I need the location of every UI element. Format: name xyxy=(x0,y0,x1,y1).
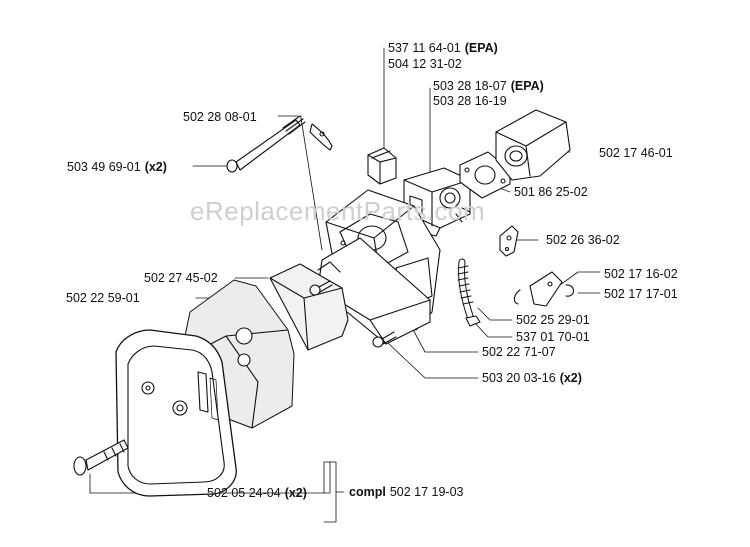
callout-suffix: (EPA) xyxy=(510,79,544,93)
callout-suffix: (x2) xyxy=(284,486,307,500)
screw-part xyxy=(309,280,397,348)
callout-number: 537 01 70-01 xyxy=(516,330,590,344)
callout-502-26-36-02: 502 26 36-02 xyxy=(546,233,620,247)
gasket-part xyxy=(459,151,511,199)
callout-number: 503 49 69-01 xyxy=(67,160,141,174)
callout-number: 502 28 08-01 xyxy=(183,110,257,124)
callout-503-49-69-01: 503 49 69-01(x2) xyxy=(67,160,167,174)
callout-502-22-71-07: 502 22 71-07 xyxy=(482,345,556,359)
callout-prefix: compl xyxy=(349,485,386,499)
choke-plate-part xyxy=(513,271,563,307)
callout-501-86-25-02: 501 86 25-02 xyxy=(514,185,588,199)
callout-number: 502 17 17-01 xyxy=(604,287,678,301)
callout-number: 502 05 24-04 xyxy=(207,486,281,500)
callout-502-17-17-01: 502 17 17-01 xyxy=(604,287,678,301)
callout-537-01-70-01: 537 01 70-01 xyxy=(516,330,590,344)
callout-number: 504 12 31-02 xyxy=(388,57,462,71)
callout-502-22-59-01: 502 22 59-01 xyxy=(66,291,140,305)
throttle-part xyxy=(499,225,519,257)
callout-number: 502 25 29-01 xyxy=(516,313,590,327)
callout-502-17-16-02: 502 17 16-02 xyxy=(604,267,678,281)
carburetor-part xyxy=(403,167,471,237)
callout-number: 502 22 71-07 xyxy=(482,345,556,359)
clip-part xyxy=(565,284,575,297)
callout-number: 502 17 16-02 xyxy=(604,267,678,281)
callout-suffix: (x2) xyxy=(144,160,167,174)
callout-502-27-45-02: 502 27 45-02 xyxy=(144,271,218,285)
bracket-part xyxy=(309,123,333,151)
callout-502-28-08-01: 502 28 08-01 xyxy=(183,110,257,124)
callout-number: 502 17 19-03 xyxy=(389,485,464,499)
callout-502-25-29-01: 502 25 29-01 xyxy=(516,313,590,327)
compl-bracket xyxy=(323,461,345,523)
callout-number: 503 20 03-16 xyxy=(482,371,556,385)
watermark: eReplacementParts.com xyxy=(190,196,486,226)
intake-manifold-part xyxy=(495,109,571,181)
callout-number: 501 86 25-02 xyxy=(514,185,588,199)
long-bolt-part xyxy=(226,115,306,173)
callout-suffix: (EPA) xyxy=(464,41,498,55)
callout-number: 502 27 45-02 xyxy=(144,271,218,285)
callout-503-20-03-16: 503 20 03-16(x2) xyxy=(482,371,582,385)
cover-knob-screw-part xyxy=(73,439,129,476)
impulse-hose-part xyxy=(457,258,481,327)
callout-503-28-18-07: 503 28 18-07(EPA) xyxy=(433,79,544,93)
valve-part xyxy=(367,147,397,185)
callout-502-17-46-01: 502 17 46-01 xyxy=(599,146,673,160)
foam-filter-part xyxy=(269,263,349,351)
callout-504-12-31-02: 504 12 31-02 xyxy=(388,57,462,71)
callout-number: 503 28 18-07 xyxy=(433,79,507,93)
callout-number: 502 22 59-01 xyxy=(66,291,140,305)
callout-503-28-16-19: 503 28 16-19 xyxy=(433,94,507,108)
callout-537-11-64-01: 537 11 64-01(EPA) xyxy=(388,41,498,55)
callout-502-05-24-04: 502 05 24-04(x2) xyxy=(207,486,307,500)
callout-number: 537 11 64-01 xyxy=(388,41,461,55)
callout-number: 502 17 46-01 xyxy=(599,146,673,160)
air-filter-cover-part xyxy=(115,329,237,497)
callout-number: 502 26 36-02 xyxy=(546,233,620,247)
callout-number: 503 28 16-19 xyxy=(433,94,507,108)
callout-suffix: (x2) xyxy=(559,371,582,385)
